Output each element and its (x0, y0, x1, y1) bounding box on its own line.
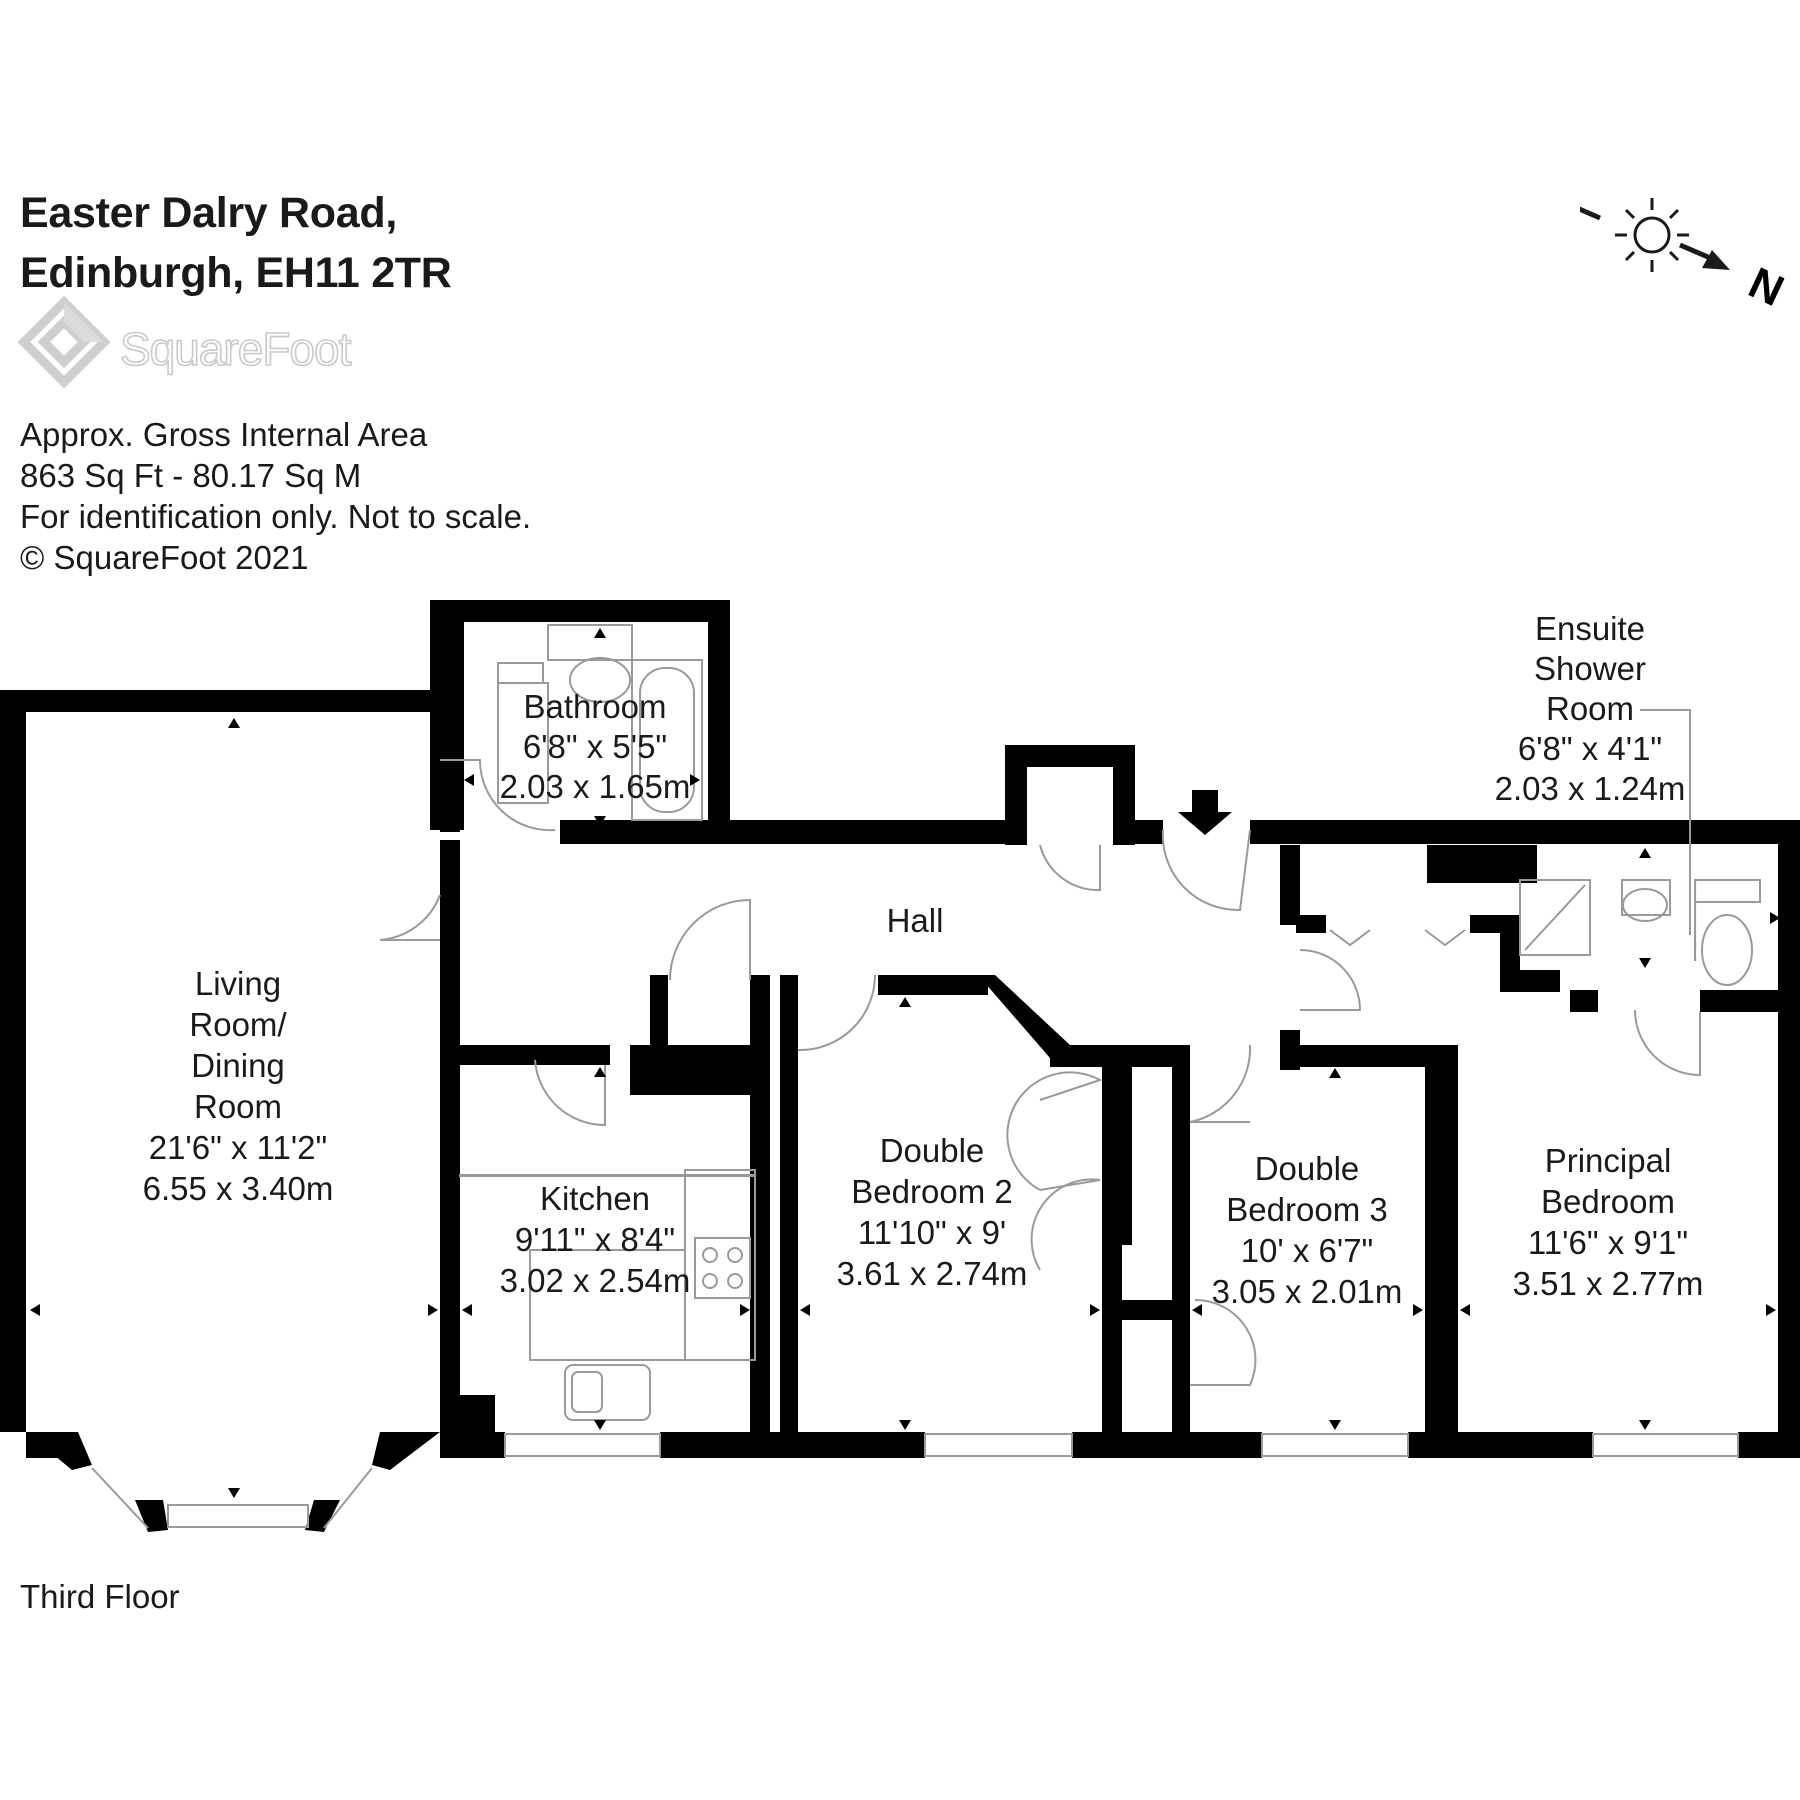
living-name-3: Dining (191, 1047, 285, 1084)
doors (379, 759, 1701, 1386)
ensuite-label: Ensuite Shower Room 6'8" x 4'1" 2.03 x 1… (1495, 610, 1686, 807)
bedroom3-metric: 3.05 x 2.01m (1212, 1273, 1403, 1310)
living-name-2: Room/ (189, 1006, 287, 1043)
hall-label: Hall (887, 902, 944, 939)
entrance-arrow-icon (1178, 790, 1232, 835)
windows (91, 1433, 1739, 1529)
living-imperial: 21'6" x 11'2" (149, 1129, 328, 1166)
property-address: Easter Dalry Road, Edinburgh, EH11 2TR (20, 183, 452, 303)
principal-bedroom-label: Principal Bedroom 11'6" x 9'1" 3.51 x 2.… (1513, 1142, 1704, 1302)
bedroom2-name-1: Double (880, 1132, 985, 1169)
principal-metric: 3.51 x 2.77m (1513, 1265, 1704, 1302)
hall-name: Hall (887, 902, 944, 939)
principal-name-1: Principal (1545, 1142, 1672, 1179)
bathroom-label: Bathroom 6'8" x 5'5" 2.03 x 1.65m (500, 688, 691, 805)
ensuite-imperial: 6'8" x 4'1" (1518, 730, 1662, 767)
kitchen-metric: 3.02 x 2.54m (500, 1262, 691, 1299)
bedroom2-name-2: Bedroom 2 (851, 1173, 1012, 1210)
principal-imperial: 11'6" x 9'1" (1528, 1224, 1688, 1261)
floor-label: Third Floor (20, 1578, 180, 1615)
living-room-label: Living Room/ Dining Room 21'6" x 11'2" 6… (143, 965, 334, 1207)
bathroom-metric: 2.03 x 1.65m (500, 768, 691, 805)
area-info-line-2: 863 Sq Ft - 80.17 Sq M (20, 457, 362, 494)
bedroom3-name-1: Double (1255, 1150, 1360, 1187)
bedroom2-imperial: 11'10" x 9' (858, 1214, 1006, 1251)
bathroom-name: Bathroom (523, 688, 666, 725)
ensuite-metric: 2.03 x 1.24m (1495, 770, 1686, 807)
kitchen-label: Kitchen 9'11" x 8'4" 3.02 x 2.54m (500, 1180, 691, 1299)
dimension-markers (30, 628, 1780, 1498)
bedroom-2-label: Double Bedroom 2 11'10" x 9' 3.61 x 2.74… (837, 1132, 1028, 1292)
squarefoot-logo (17, 296, 111, 389)
walls (0, 600, 1800, 1532)
ensuite-name-2: Shower (1534, 650, 1646, 687)
area-info: Approx. Gross Internal Area 863 Sq Ft - … (20, 414, 531, 578)
bedroom3-imperial: 10' x 6'7" (1241, 1232, 1374, 1269)
sun-north-arrow-icon: N (1580, 198, 1790, 316)
ensuite-name-1: Ensuite (1535, 610, 1645, 647)
address-line-1: Easter Dalry Road, (20, 189, 397, 237)
principal-name-2: Bedroom (1541, 1183, 1675, 1220)
area-info-line-3: For identification only. Not to scale. (20, 498, 532, 535)
area-info-line-4: © SquareFoot 2021 (20, 539, 309, 576)
living-name-4: Room (194, 1088, 282, 1125)
kitchen-name: Kitchen (540, 1180, 650, 1217)
kitchen-imperial: 9'11" x 8'4" (515, 1221, 675, 1258)
bathroom-imperial: 6'8" x 5'5" (523, 728, 667, 765)
bedroom3-name-2: Bedroom 3 (1226, 1191, 1387, 1228)
living-name-1: Living (195, 965, 281, 1002)
bathroom-fixtures (459, 624, 1761, 1421)
ensuite-name-3: Room (1546, 690, 1634, 727)
logo-wordmark: SquareFoot (119, 322, 352, 376)
address-line-2: Edinburgh, EH11 2TR (20, 249, 452, 297)
living-metric: 6.55 x 3.40m (143, 1170, 334, 1207)
area-info-line-1: Approx. Gross Internal Area (20, 416, 428, 453)
bedroom2-metric: 3.61 x 2.74m (837, 1255, 1028, 1292)
bedroom-3-label: Double Bedroom 3 10' x 6'7" 3.05 x 2.01m (1212, 1150, 1403, 1310)
